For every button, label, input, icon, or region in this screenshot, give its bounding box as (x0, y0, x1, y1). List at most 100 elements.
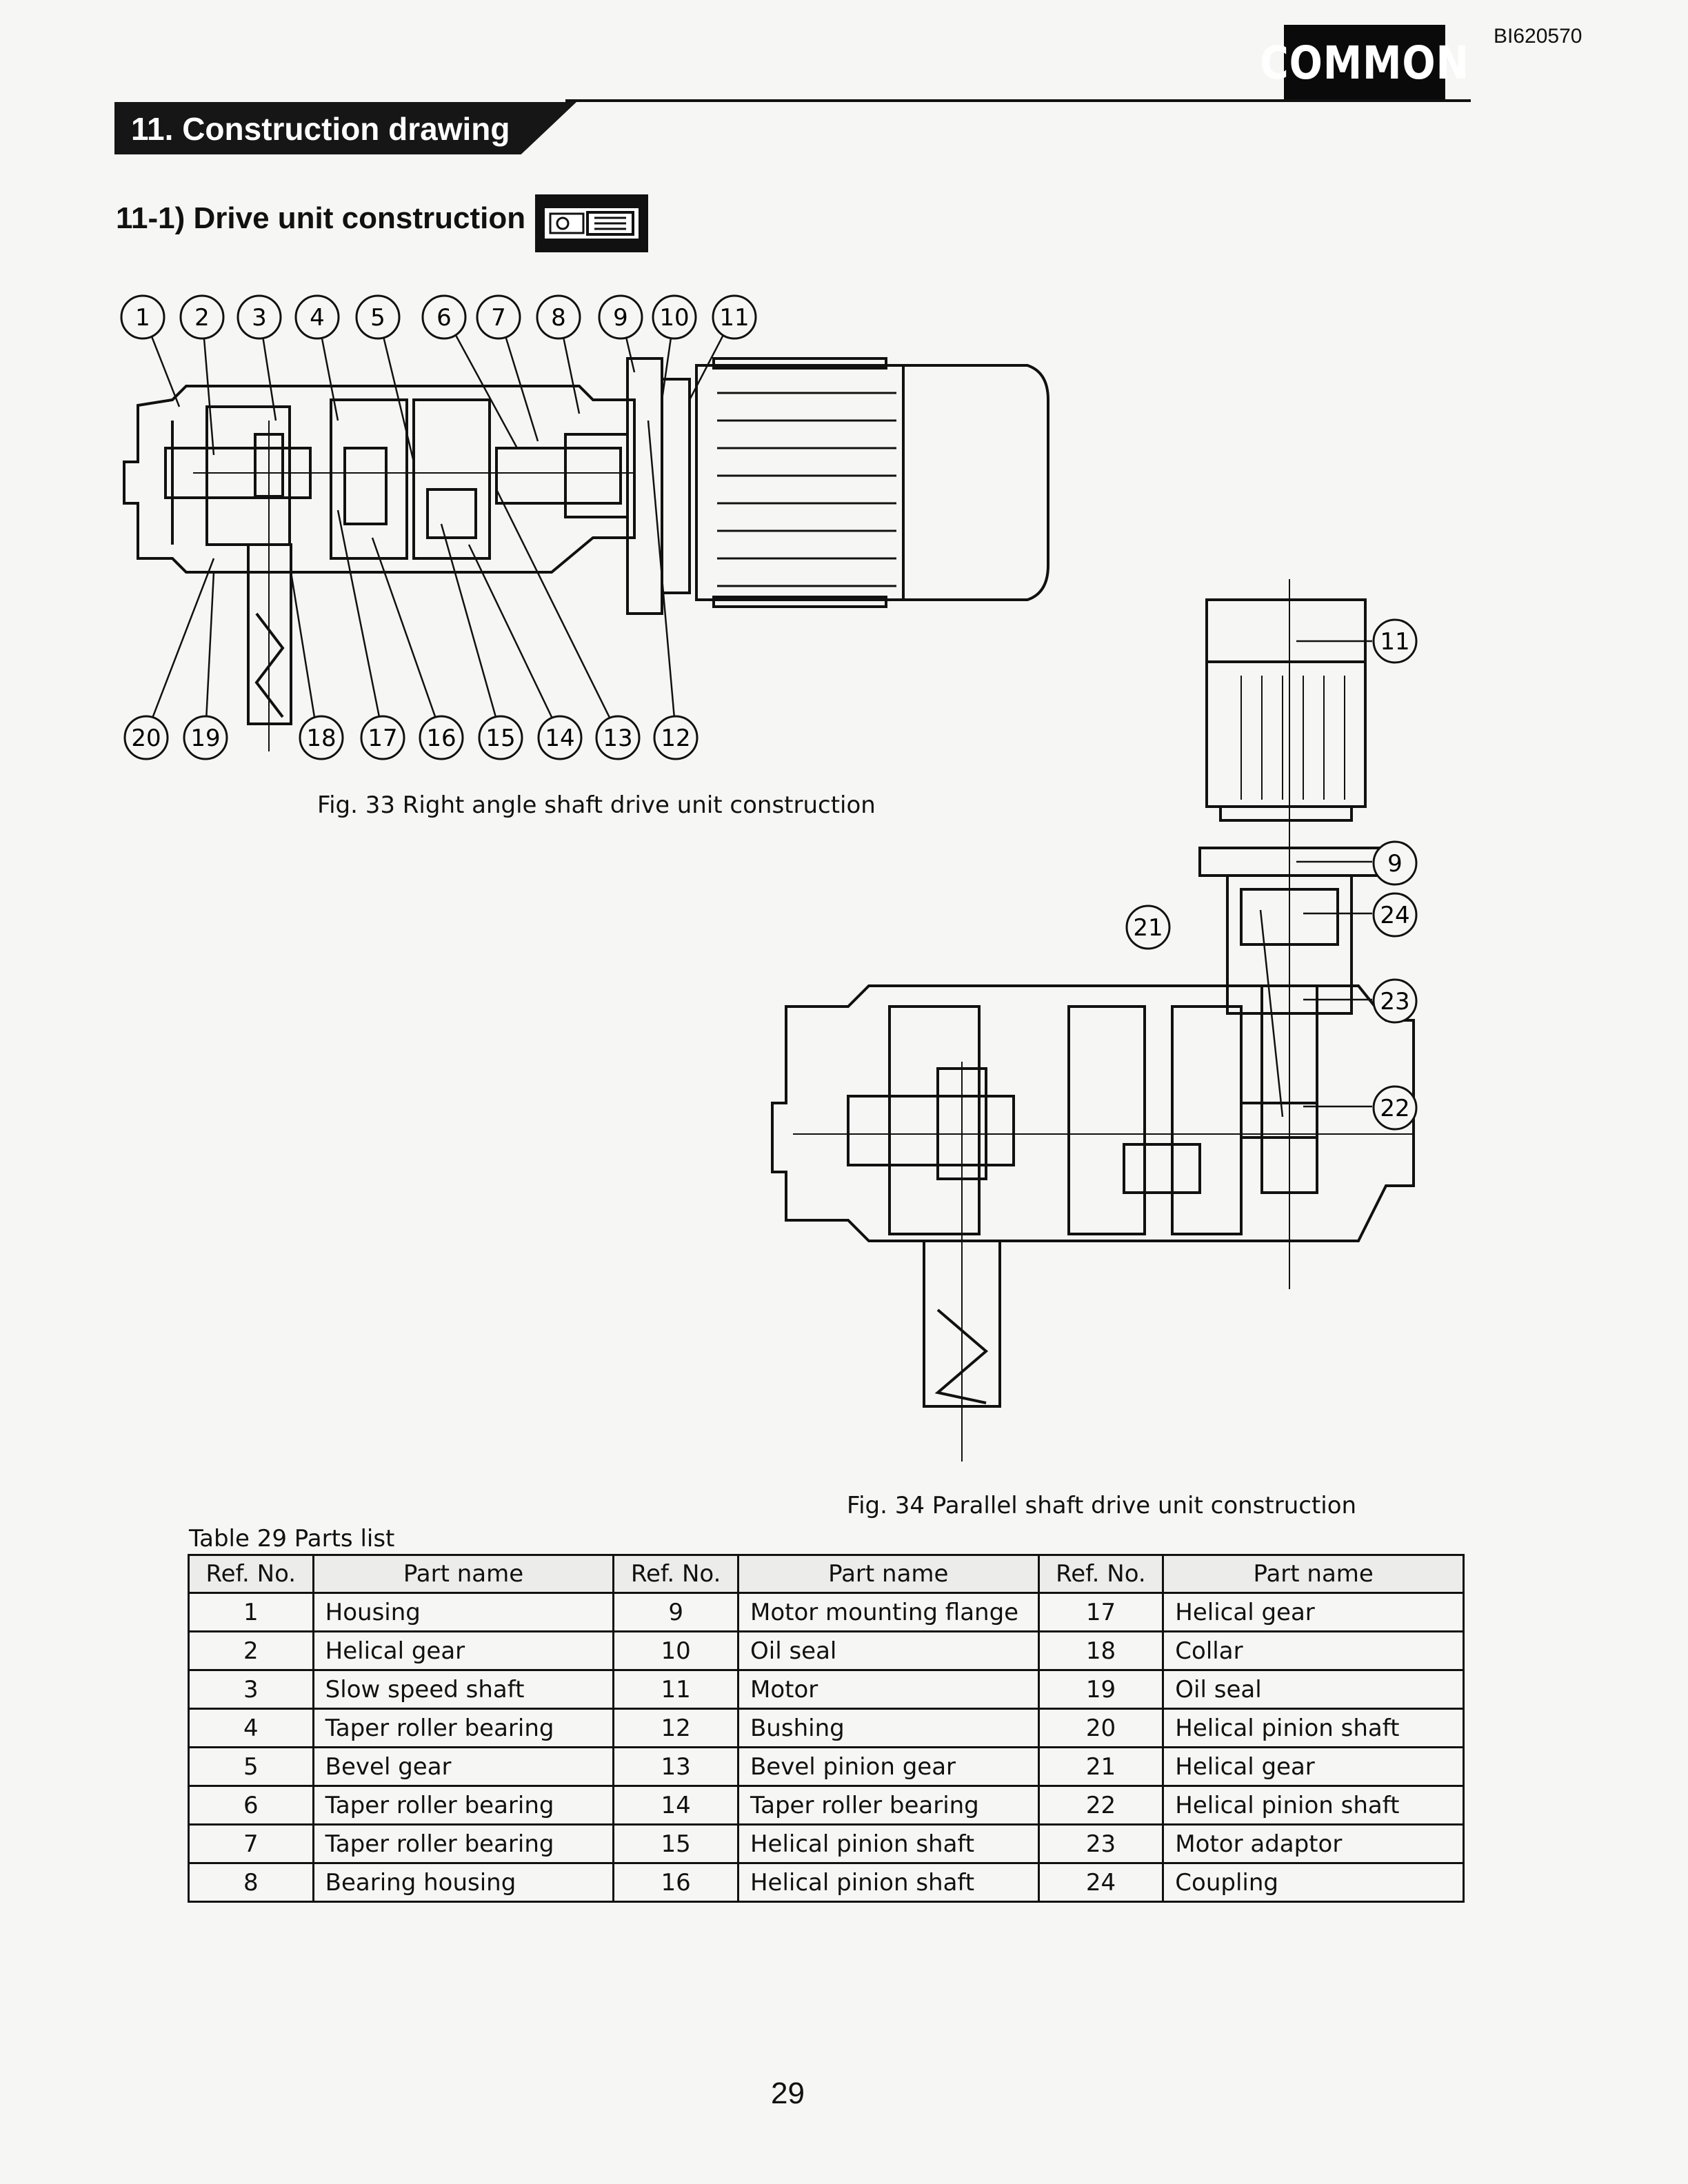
document-id: BI620570 (1494, 25, 1582, 48)
callout-top: 8 (551, 304, 566, 332)
callout-bottom: 13 (603, 725, 632, 752)
parallel-shaft-drive-drawing: 11 9 24 21 23 22 (771, 579, 1418, 1462)
part-name: Helical pinion shaft (1162, 1785, 1465, 1826)
part-name: Bearing housing (312, 1862, 615, 1903)
callout-bottom: 18 (306, 725, 336, 752)
part-name: Slow speed shaft (312, 1669, 615, 1710)
table-header-row: Ref. No. Part name Ref. No. Part name Re… (188, 1554, 1465, 1594)
callout-bottom: 12 (661, 725, 690, 752)
table-row: 3 Slow speed shaft 11 Motor 19 Oil seal (188, 1669, 1465, 1710)
table-row: 4 Taper roller bearing 12 Bushing 20 Hel… (188, 1708, 1465, 1748)
part-name: Taper roller bearing (312, 1708, 615, 1748)
callout-motor: 11 (1380, 628, 1409, 656)
part-name: Helical pinion shaft (736, 1823, 1040, 1864)
ref-no: 24 (1037, 1862, 1165, 1903)
ref-no: 18 (1037, 1630, 1165, 1671)
part-name: Taper roller bearing (312, 1785, 615, 1826)
part-name: Helical pinion shaft (736, 1862, 1040, 1903)
callout-flange: 9 (1387, 850, 1403, 878)
ref-no: 21 (1037, 1746, 1165, 1787)
part-name: Coupling (1162, 1862, 1465, 1903)
section-banner: 11. Construction drawing (114, 102, 576, 154)
ref-no: 11 (612, 1669, 739, 1710)
part-name: Taper roller bearing (736, 1785, 1040, 1826)
callout-top: 1 (135, 304, 150, 332)
column-header: Part name (312, 1554, 615, 1594)
part-name: Bevel gear (312, 1746, 615, 1787)
callout-top: 3 (252, 304, 267, 332)
ref-no: 15 (612, 1823, 739, 1864)
callout-top: 5 (370, 304, 385, 332)
table-row: 2 Helical gear 10 Oil seal 18 Collar (188, 1630, 1465, 1671)
column-header: Part name (1162, 1554, 1465, 1594)
page-number: 29 (771, 2076, 805, 2110)
table-row: 6 Taper roller bearing 14 Taper roller b… (188, 1785, 1465, 1826)
ref-no: 13 (612, 1746, 739, 1787)
ref-no: 6 (188, 1785, 314, 1826)
part-name: Helical gear (312, 1630, 615, 1671)
callout-top: 10 (659, 304, 689, 332)
ref-no: 8 (188, 1862, 314, 1903)
table-caption: Table 29 Parts list (189, 1525, 395, 1553)
callout-top: 7 (491, 304, 506, 332)
part-name: Helical gear (1162, 1592, 1465, 1632)
shaft-unit-icon (535, 194, 648, 252)
ref-no: 12 (612, 1708, 739, 1748)
part-name: Housing (312, 1592, 615, 1632)
callout-bottom: 17 (368, 725, 397, 752)
subsection-title: 11-1) Drive unit construction (116, 201, 526, 235)
part-name: Collar (1162, 1630, 1465, 1671)
table-row: 8 Bearing housing 16 Helical pinion shaf… (188, 1862, 1465, 1903)
right-angle-drive-drawing: 1 2 3 4 5 6 7 8 9 10 11 20 19 18 17 16 1… (120, 294, 1049, 760)
ref-no: 17 (1037, 1592, 1165, 1632)
common-badge: COMMON (1260, 25, 1469, 101)
part-name: Oil seal (736, 1630, 1040, 1671)
callout-helical-pinion: 22 (1380, 1095, 1409, 1122)
table-row: 1 Housing 9 Motor mounting flange 17 Hel… (188, 1592, 1465, 1632)
part-name: Motor mounting flange (736, 1592, 1040, 1632)
figure-33-caption: Fig. 33 Right angle shaft drive unit con… (317, 791, 876, 819)
callout-top: 9 (613, 304, 628, 332)
ref-no: 20 (1037, 1708, 1165, 1748)
ref-no: 16 (612, 1862, 739, 1903)
part-name: Bevel pinion gear (736, 1746, 1040, 1787)
column-header: Ref. No. (612, 1554, 739, 1594)
section-title: 11. Construction drawing (131, 111, 510, 147)
part-name: Motor adaptor (1162, 1823, 1465, 1864)
ref-no: 2 (188, 1630, 314, 1671)
part-name: Taper roller bearing (312, 1823, 615, 1864)
callout-bottom: 20 (131, 725, 161, 752)
ref-no: 3 (188, 1669, 314, 1710)
parts-list-table: Ref. No. Part name Ref. No. Part name Re… (188, 1554, 1465, 1903)
figure-34-caption: Fig. 34 Parallel shaft drive unit constr… (847, 1492, 1357, 1519)
callout-helical-gear: 21 (1133, 914, 1163, 942)
column-header: Part name (736, 1554, 1040, 1594)
ref-no: 1 (188, 1592, 314, 1632)
ref-no: 4 (188, 1708, 314, 1748)
table-row: 5 Bevel gear 13 Bevel pinion gear 21 Hel… (188, 1746, 1465, 1787)
ref-no: 10 (612, 1630, 739, 1671)
column-header: Ref. No. (1037, 1554, 1165, 1594)
ref-no: 5 (188, 1746, 314, 1787)
callout-top: 11 (719, 304, 749, 332)
ref-no: 7 (188, 1823, 314, 1864)
ref-no: 9 (612, 1592, 739, 1632)
callout-bottom: 16 (426, 725, 456, 752)
callout-top: 2 (194, 304, 210, 332)
part-name: Motor (736, 1669, 1040, 1710)
callout-bottom: 19 (190, 725, 220, 752)
part-name: Bushing (736, 1708, 1040, 1748)
part-name: Oil seal (1162, 1669, 1465, 1710)
table-row: 7 Taper roller bearing 15 Helical pinion… (188, 1823, 1465, 1864)
ref-no: 23 (1037, 1823, 1165, 1864)
callout-top: 6 (436, 304, 452, 332)
callout-top: 4 (310, 304, 325, 332)
callout-bottom: 15 (485, 725, 515, 752)
header-rule (565, 99, 1471, 102)
ref-no: 14 (612, 1785, 739, 1826)
column-header: Ref. No. (188, 1554, 314, 1594)
callout-coupling: 24 (1380, 902, 1409, 929)
part-name: Helical pinion shaft (1162, 1708, 1465, 1748)
callout-bottom: 14 (545, 725, 574, 752)
ref-no: 22 (1037, 1785, 1165, 1826)
